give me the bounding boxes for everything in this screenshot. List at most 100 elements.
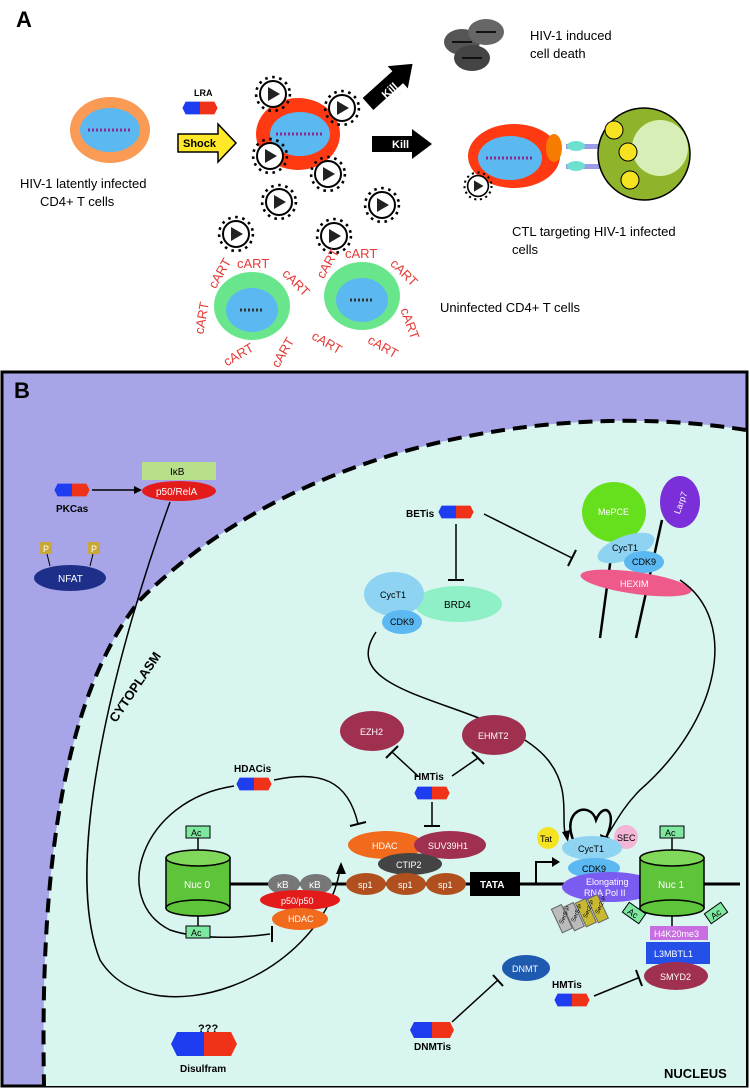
p50-p50-label: p50/p50 [281, 896, 314, 906]
nuc0-ac-label: Ac [191, 828, 202, 838]
cart-label: cART [268, 335, 297, 370]
nfkb-translocation-path [86, 501, 341, 998]
cart-label: cART [365, 332, 400, 361]
smyd2-protein [644, 962, 708, 990]
arrowhead [562, 830, 570, 842]
kb-label: κB [277, 880, 289, 891]
hdac-kb [272, 908, 328, 930]
pkcas-drug-icon [54, 483, 90, 497]
cdk9-brd4 [382, 610, 422, 634]
kb-label: κB [309, 880, 321, 891]
nucleus-label: NUCLEUS [664, 1066, 727, 1081]
panel-b-label: B [14, 378, 30, 403]
cart-label: cART [345, 246, 377, 261]
inhibition-bar [385, 745, 399, 759]
targeted-infected-cell [468, 124, 562, 188]
p50-p50-dimer [260, 890, 340, 910]
nfat-complex [34, 542, 106, 591]
cdk9-7sk [624, 551, 664, 573]
inhibition-line [451, 979, 499, 1023]
nuc0-ac-label: Ac [191, 928, 202, 938]
betis-drug-icon [438, 505, 474, 519]
uninfected-cell-left [214, 272, 290, 340]
disulfram-drug-icon [171, 1032, 237, 1056]
nfat-phospho-label: P [91, 544, 97, 554]
dnmtis-label: DNMTis [414, 1042, 451, 1053]
cart-label: cART [237, 256, 269, 271]
cart-label: cART [309, 328, 344, 357]
cart-label: cART [221, 340, 256, 369]
cyct1-tar [562, 836, 622, 860]
cell-death-label-1: HIV-1 induced [530, 28, 612, 43]
sec-label: SEC [617, 833, 636, 843]
tar-rna-loop [569, 808, 613, 843]
ctl-cell [597, 107, 691, 201]
l3mbtl1-label: L3MBTL1 [654, 949, 693, 959]
cdk9-7sk-label: CDK9 [632, 557, 656, 567]
hdac-sp1 [348, 831, 424, 859]
mepce-protein [582, 482, 646, 542]
nuclear-envelope [41, 418, 747, 1087]
hmtis-label: HMTis [414, 772, 444, 783]
h4k20me3-mark [650, 926, 708, 940]
ehmt2-label: EHMT2 [478, 731, 509, 741]
ikb-box [142, 462, 216, 480]
kb-site [300, 874, 332, 894]
sec-complex [614, 825, 638, 849]
dead-cells-icon [444, 19, 504, 71]
nuc0-label: Nuc 0 [184, 880, 211, 891]
inhibition-bar [635, 969, 643, 987]
cdk9-brd4-label: CDK9 [390, 617, 414, 627]
hmtis-drug-icon [414, 786, 450, 800]
brd4-protein [414, 586, 502, 622]
ctl-label-2: cells [512, 242, 539, 257]
ptefb-release-path [603, 579, 716, 841]
sp1-site [386, 873, 426, 895]
disulfram-label: Disulfram [180, 1064, 226, 1075]
virion-icon [261, 184, 297, 220]
lra-label: LRA [194, 88, 213, 98]
latent-cell-label-2: CD4+ T cells [40, 194, 115, 209]
inhibition-line [391, 751, 419, 777]
cart-label: cART [397, 306, 422, 342]
inhibition-line [593, 977, 639, 997]
tss-arrow [535, 861, 552, 884]
suv39h1-label: SUV39H1 [428, 841, 468, 851]
ezh2-label: EZH2 [360, 727, 383, 737]
cyct1-7sk [597, 532, 655, 564]
hmtis-lower-label: HMTis [552, 980, 582, 991]
panel-a-label: A [16, 7, 32, 32]
hdac-kb-label: HDAC [288, 914, 314, 924]
dnmt-protein [502, 955, 550, 981]
pol-ii-ctd [550, 893, 610, 934]
virion-icon [364, 187, 400, 223]
rna-pol-ii-label-2: RNA Pol II [584, 888, 626, 898]
cell-death-label-2: cell death [530, 46, 586, 61]
cyct1-7sk-label: CycT1 [612, 543, 638, 553]
inhibition-line [273, 775, 359, 825]
dnmtis-drug-icon [410, 1022, 454, 1038]
dnmt-label: DNMT [512, 964, 538, 974]
inhibition-line [451, 757, 479, 777]
betis-label: BETis [406, 509, 435, 520]
latent-cd4-cell [70, 97, 150, 163]
uninfected-cell-right [324, 262, 400, 330]
lra-drug-icon [182, 101, 218, 115]
nuc1-ac-label: Ac [665, 828, 676, 838]
hexim-protein [580, 569, 692, 597]
h4k20me3-label: H4K20me3 [654, 929, 699, 939]
rna-pol-ii-label-1: Elongating [586, 877, 629, 887]
mepce-label: MePCE [598, 507, 629, 517]
tat-label: Tat [540, 834, 553, 844]
inhibition-line [483, 513, 573, 559]
hdac-sp1-label: HDAC [372, 841, 398, 851]
nuc0-nucleosome [165, 825, 231, 939]
ikb-label: IκB [170, 467, 185, 478]
nuc1-nucleosome [621, 825, 729, 928]
ctip2-protein [378, 853, 442, 875]
inhibition-bar [567, 549, 577, 567]
virion-icon [218, 216, 254, 252]
cdk9-tar-label: CDK9 [582, 864, 606, 874]
inhibition-line [138, 785, 271, 939]
